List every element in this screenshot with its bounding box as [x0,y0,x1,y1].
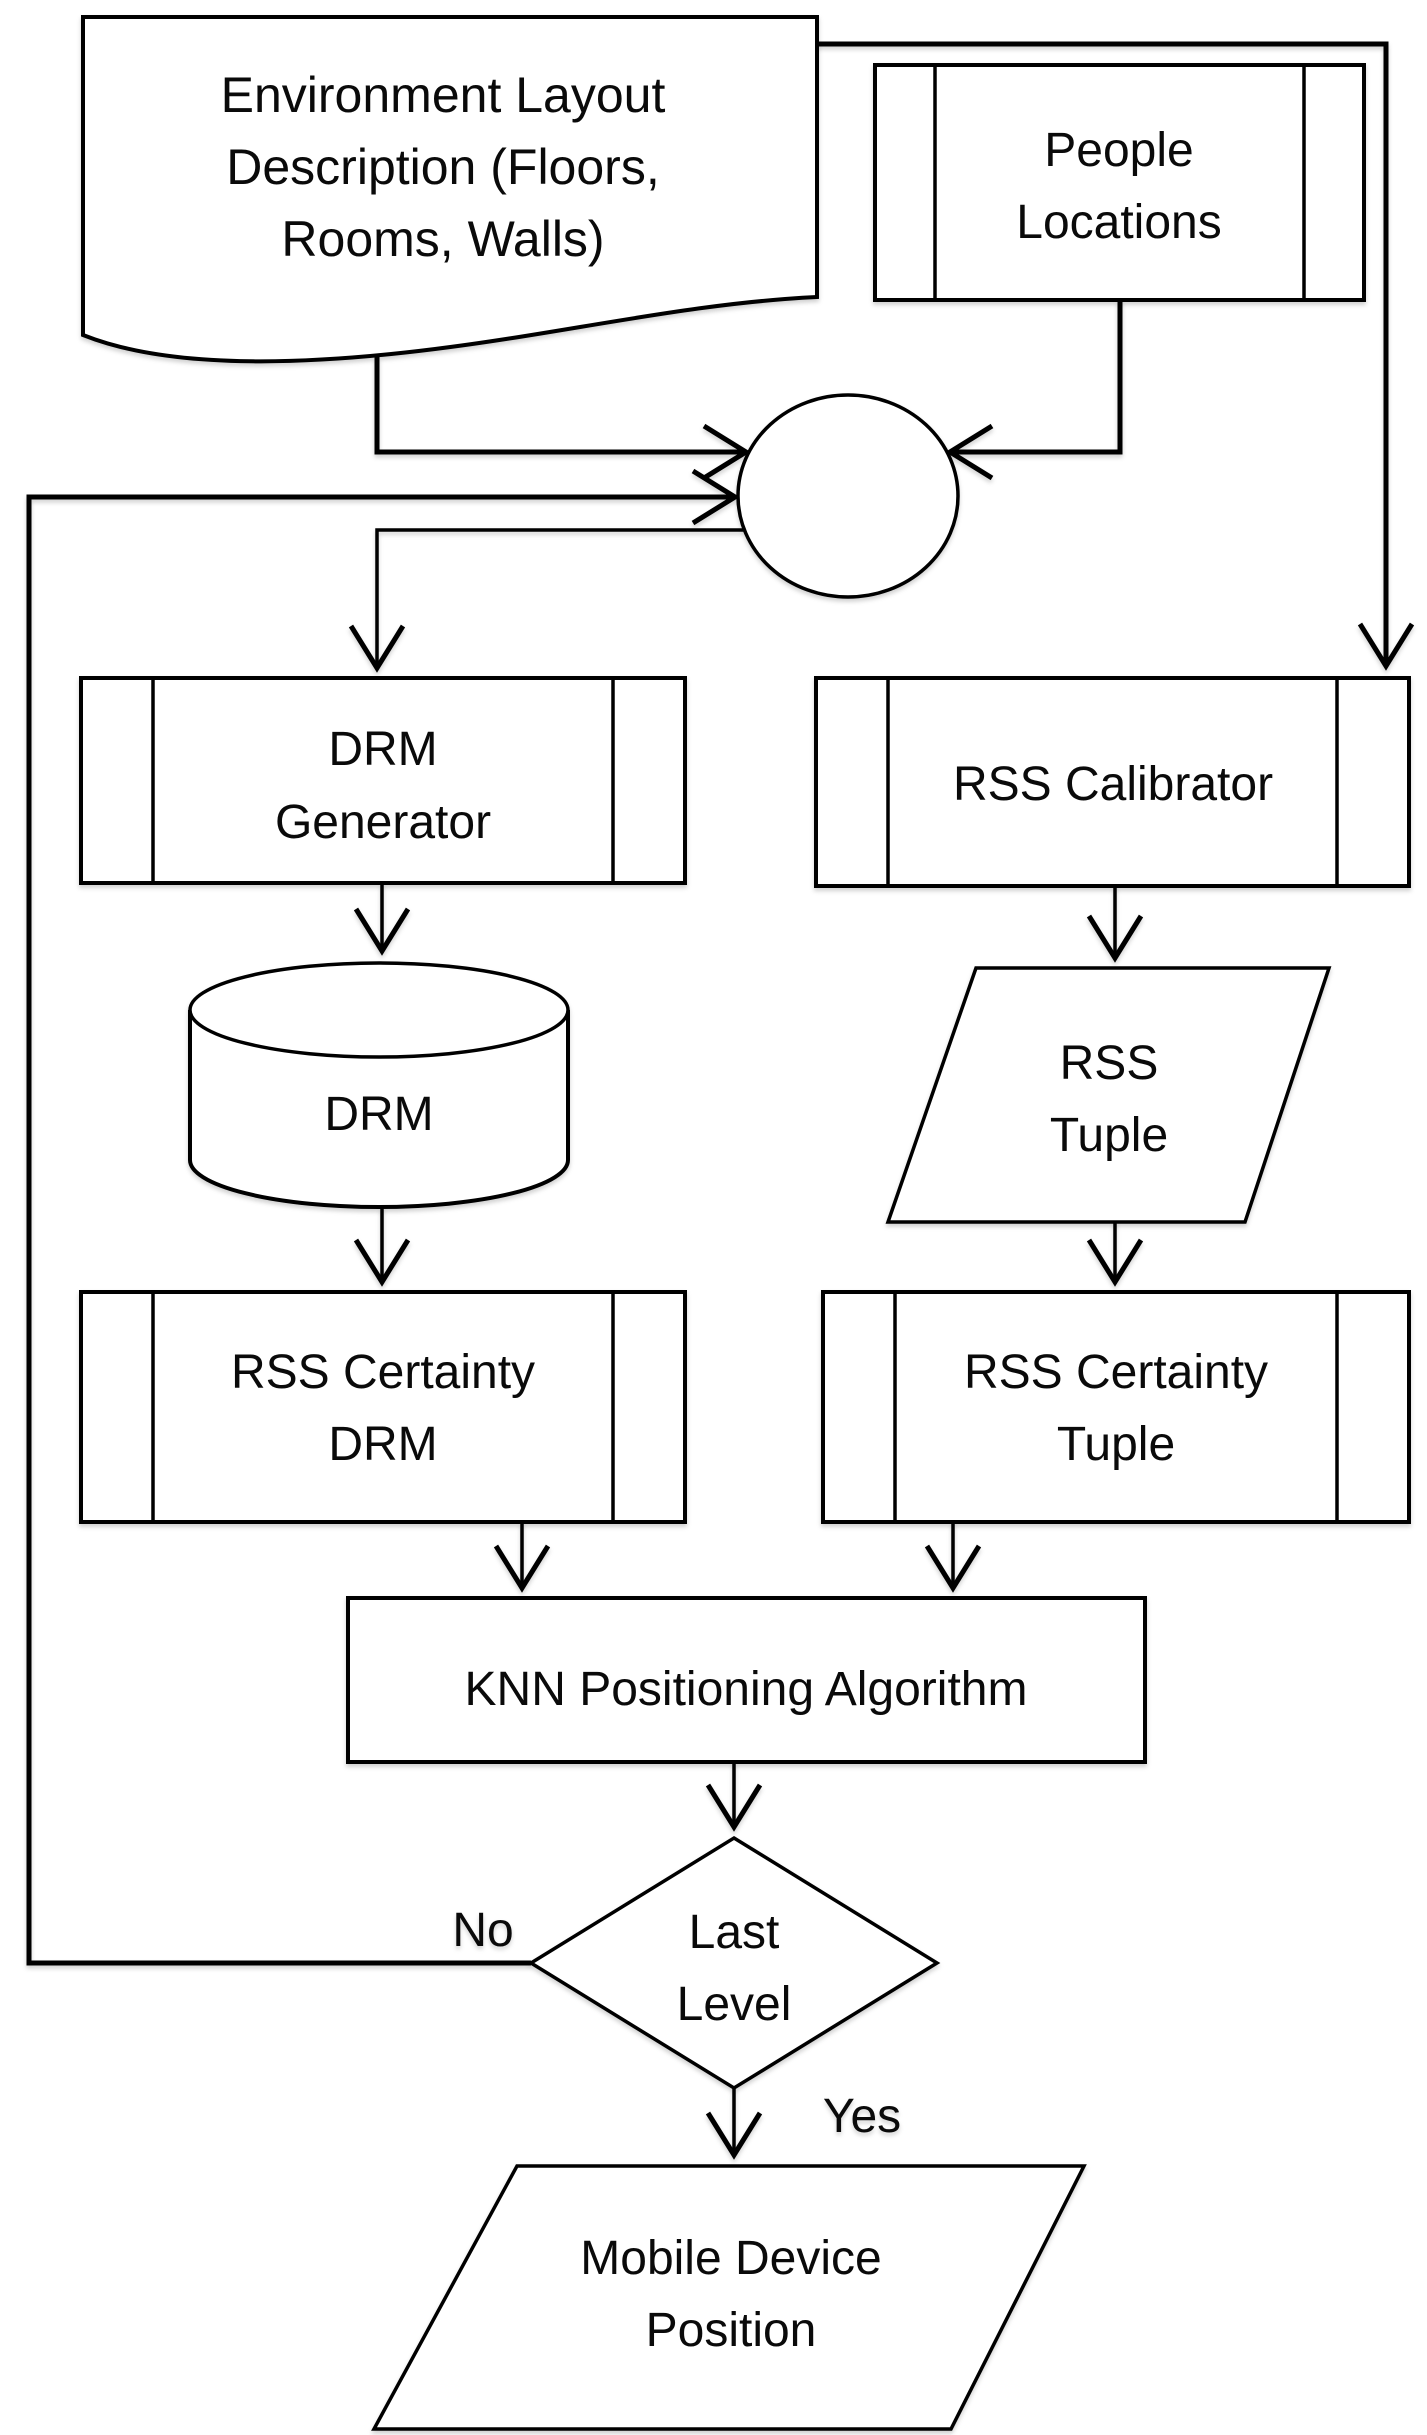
edge-label-yes: Yes [823,2090,901,2143]
node-rss-certainty-drm: RSS Certainty DRM [79,1290,687,1524]
drm-generator-box [79,676,687,885]
rss-calibrator-label: RSS Calibrator [953,758,1273,811]
last-level-label-line2: Level [677,1978,792,2031]
knn-label: KNN Positioning Algorithm [465,1663,1028,1716]
junction-circle [736,393,960,599]
rss-certainty-tuple-box [821,1290,1411,1524]
rss-certainty-drm-label-line1: RSS Certainty [231,1346,535,1399]
arrow-junction-to-drm-generator [348,528,744,673]
arrow-document-to-junction [374,357,751,481]
node-knn-positioning-algorithm: KNN Positioning Algorithm [346,1596,1147,1764]
drm-cylinder-top [188,961,570,1059]
node-environment-layout-document: Environment Layout Description (Floors, … [81,15,819,364]
environment-layout-label-line3: Rooms, Walls) [281,211,604,267]
rss-certainty-drm-box [79,1290,687,1524]
mobile-device-position-parallelogram [371,2164,1087,2431]
drm-generator-label-line1: DRM [328,723,437,776]
node-rss-certainty-tuple: RSS Certainty Tuple [821,1290,1411,1524]
node-rss-tuple: RSS Tuple [885,966,1332,1224]
node-last-level: Last Level [527,1835,941,2091]
knn-box [346,1596,1147,1764]
drm-cylinder-body [188,1010,570,1209]
environment-layout-label-line1: Environment Layout [221,67,666,123]
people-locations-box [873,63,1366,302]
last-level-label-line1: Last [689,1906,780,1959]
edge-label-no: No [452,1904,513,1957]
document-shape [81,15,819,364]
drm-generator-label-line2: Generator [275,796,491,849]
people-locations-label-line2: Locations [1016,196,1221,249]
rss-certainty-drm-label-line2: DRM [328,1418,437,1471]
environment-layout-label-line2: Description (Floors, [226,139,659,195]
mobile-device-position-label-line2: Position [646,2304,817,2357]
rss-tuple-label-line1: RSS [1060,1037,1159,1090]
node-rss-calibrator: RSS Calibrator [814,676,1411,888]
node-mobile-device-position: Mobile Device Position [371,2164,1087,2431]
rss-tuple-label-line2: Tuple [1050,1109,1168,1162]
arrow-people-locations-to-junction [945,300,1123,481]
arrow-document-to-rss-calibrator [817,41,1415,671]
people-locations-label-line1: People [1044,124,1193,177]
rss-tuple-parallelogram [885,966,1332,1224]
arrow-no-feedback-to-junction [26,468,740,1966]
mobile-device-position-label-line1: Mobile Device [580,2232,881,2285]
node-people-locations: People Locations [873,63,1366,302]
node-drm-database: DRM [188,961,570,1209]
last-level-diamond [527,1835,941,2091]
edges-group [26,41,1415,2160]
rss-certainty-tuple-label-line2: Tuple [1057,1418,1175,1471]
rss-calibrator-box [814,676,1411,888]
nodes-group: Environment Layout Description (Floors, … [79,15,1411,2431]
drm-database-label: DRM [324,1088,433,1141]
rss-certainty-tuple-label-line1: RSS Certainty [964,1346,1268,1399]
node-drm-generator: DRM Generator [79,676,687,885]
